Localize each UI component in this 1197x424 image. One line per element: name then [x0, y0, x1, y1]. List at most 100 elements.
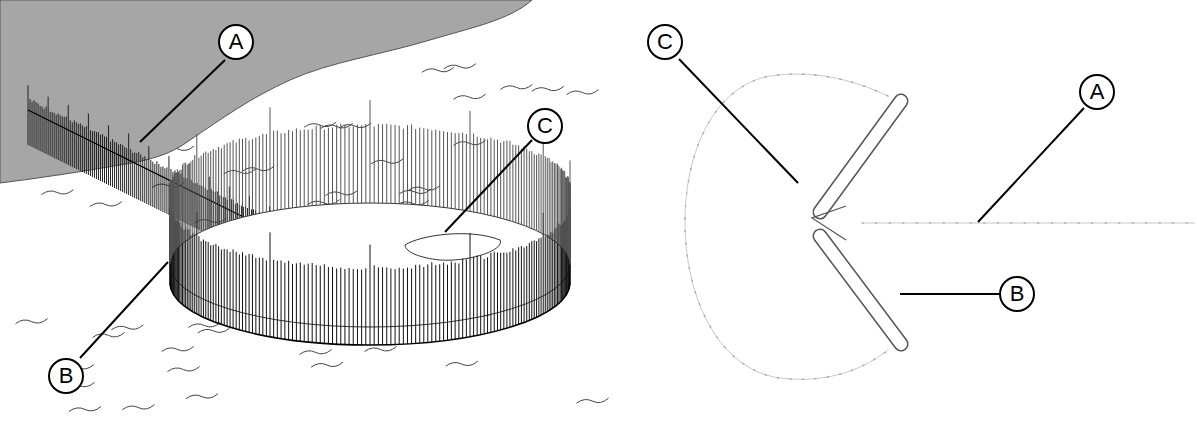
enclosure-stake	[555, 163, 556, 242]
fence-stake	[96, 132, 97, 179]
enclosure-stake	[545, 156, 546, 235]
enclosure-outline	[685, 74, 888, 379]
enclosure-stake	[552, 161, 553, 239]
enclosure-stake	[259, 258, 260, 335]
enclosure-stake	[259, 136, 260, 214]
fence-stake	[136, 153, 137, 199]
enclosure-stake	[451, 262, 452, 340]
enclosure-stake	[490, 138, 491, 216]
fence-stake	[52, 112, 53, 157]
enclosure-stake	[361, 270, 362, 345]
fence-stake	[60, 115, 61, 161]
enclosure-stake	[395, 269, 396, 344]
fence-stake	[148, 146, 149, 205]
fence-stake	[116, 142, 117, 189]
enclosure-stake	[201, 241, 202, 316]
enclosure-stake	[487, 257, 488, 333]
enclosure-stake	[221, 148, 222, 223]
callout-circle: B	[48, 358, 84, 394]
leader-line	[445, 140, 532, 232]
enclosure-stake	[500, 143, 501, 218]
enclosure-stake	[554, 163, 555, 241]
enclosure-stake	[357, 269, 358, 345]
enclosure-stake	[236, 252, 237, 329]
enclosure-stake	[203, 240, 204, 318]
enclosure-stake	[370, 245, 371, 345]
enclosure-stake	[403, 269, 404, 345]
enclosure-stake	[439, 264, 440, 341]
enclosure-stake	[249, 141, 250, 216]
enclosure-stake	[300, 262, 301, 341]
fence-stake	[140, 154, 141, 201]
enclosure-stake	[215, 150, 216, 225]
fence-stake	[78, 124, 79, 170]
enclosure-stake	[529, 243, 530, 320]
fence-stake	[168, 156, 169, 215]
enclosure-stake	[288, 130, 289, 208]
fence-stake	[36, 102, 37, 149]
enclosure-stake	[518, 247, 519, 324]
enclosure-stake	[407, 125, 408, 204]
enclosure-stake	[300, 130, 301, 207]
enclosure-stake	[365, 268, 366, 345]
enclosure-stake	[210, 151, 211, 227]
enclosure-stake	[407, 268, 408, 344]
leader-line	[679, 59, 798, 183]
wing-wall	[820, 236, 901, 344]
enclosure-stake	[564, 171, 565, 251]
enclosure-stake	[233, 140, 234, 220]
enclosure-stake	[515, 250, 516, 325]
enclosure-stake	[266, 134, 267, 212]
enclosure-stake	[332, 267, 333, 344]
enclosure-stake	[252, 139, 253, 215]
enclosure-stake	[378, 124, 379, 203]
enclosure-stake	[252, 254, 253, 333]
enclosure-stake	[563, 171, 564, 250]
enclosure-stake	[494, 252, 495, 332]
enclosure-stake	[174, 173, 175, 252]
fence-stake	[154, 164, 155, 208]
enclosure-stake	[526, 246, 527, 321]
fence-stake	[66, 116, 67, 164]
enclosure-stake	[277, 261, 278, 338]
fence-stake	[138, 152, 139, 200]
enclosure-stake	[415, 129, 416, 205]
enclosure-stake	[218, 147, 219, 224]
enclosure-stake	[415, 265, 416, 344]
enclosure-stake	[541, 238, 542, 316]
callout-circle: C	[647, 24, 683, 60]
enclosure-stake	[210, 245, 211, 320]
callout-circle: B	[999, 276, 1035, 312]
wave-mark	[186, 394, 218, 399]
enclosure-stake	[281, 260, 282, 338]
wave-mark	[198, 328, 230, 333]
enclosure-stake	[349, 268, 350, 345]
leader-line	[80, 262, 168, 358]
enclosure-stake	[470, 111, 471, 212]
callout-letter: A	[229, 31, 244, 53]
fence-stake	[74, 120, 75, 168]
fence-stake	[144, 156, 145, 203]
enclosure-stake	[506, 141, 507, 220]
enclosure-stake	[403, 129, 404, 204]
enclosure-stake	[205, 241, 206, 318]
fence-stake	[164, 168, 165, 213]
fence-stake	[166, 167, 167, 214]
fence-stake	[102, 134, 103, 182]
enclosure-stake	[230, 142, 231, 220]
enclosure-stake	[304, 265, 305, 342]
enclosure-stake	[497, 252, 498, 330]
fence-stake	[100, 135, 101, 181]
fence-stake	[114, 142, 115, 188]
enclosure-stake	[526, 149, 527, 227]
enclosure-stake	[324, 264, 325, 343]
enclosure-stake	[189, 164, 190, 239]
enclosure-stake	[177, 169, 178, 248]
enclosure-stake	[328, 128, 329, 205]
leader-line	[900, 293, 999, 295]
fence-stake	[70, 120, 71, 166]
wave-mark	[500, 84, 532, 89]
enclosure-stake	[242, 139, 243, 217]
fence-stake	[32, 102, 33, 147]
